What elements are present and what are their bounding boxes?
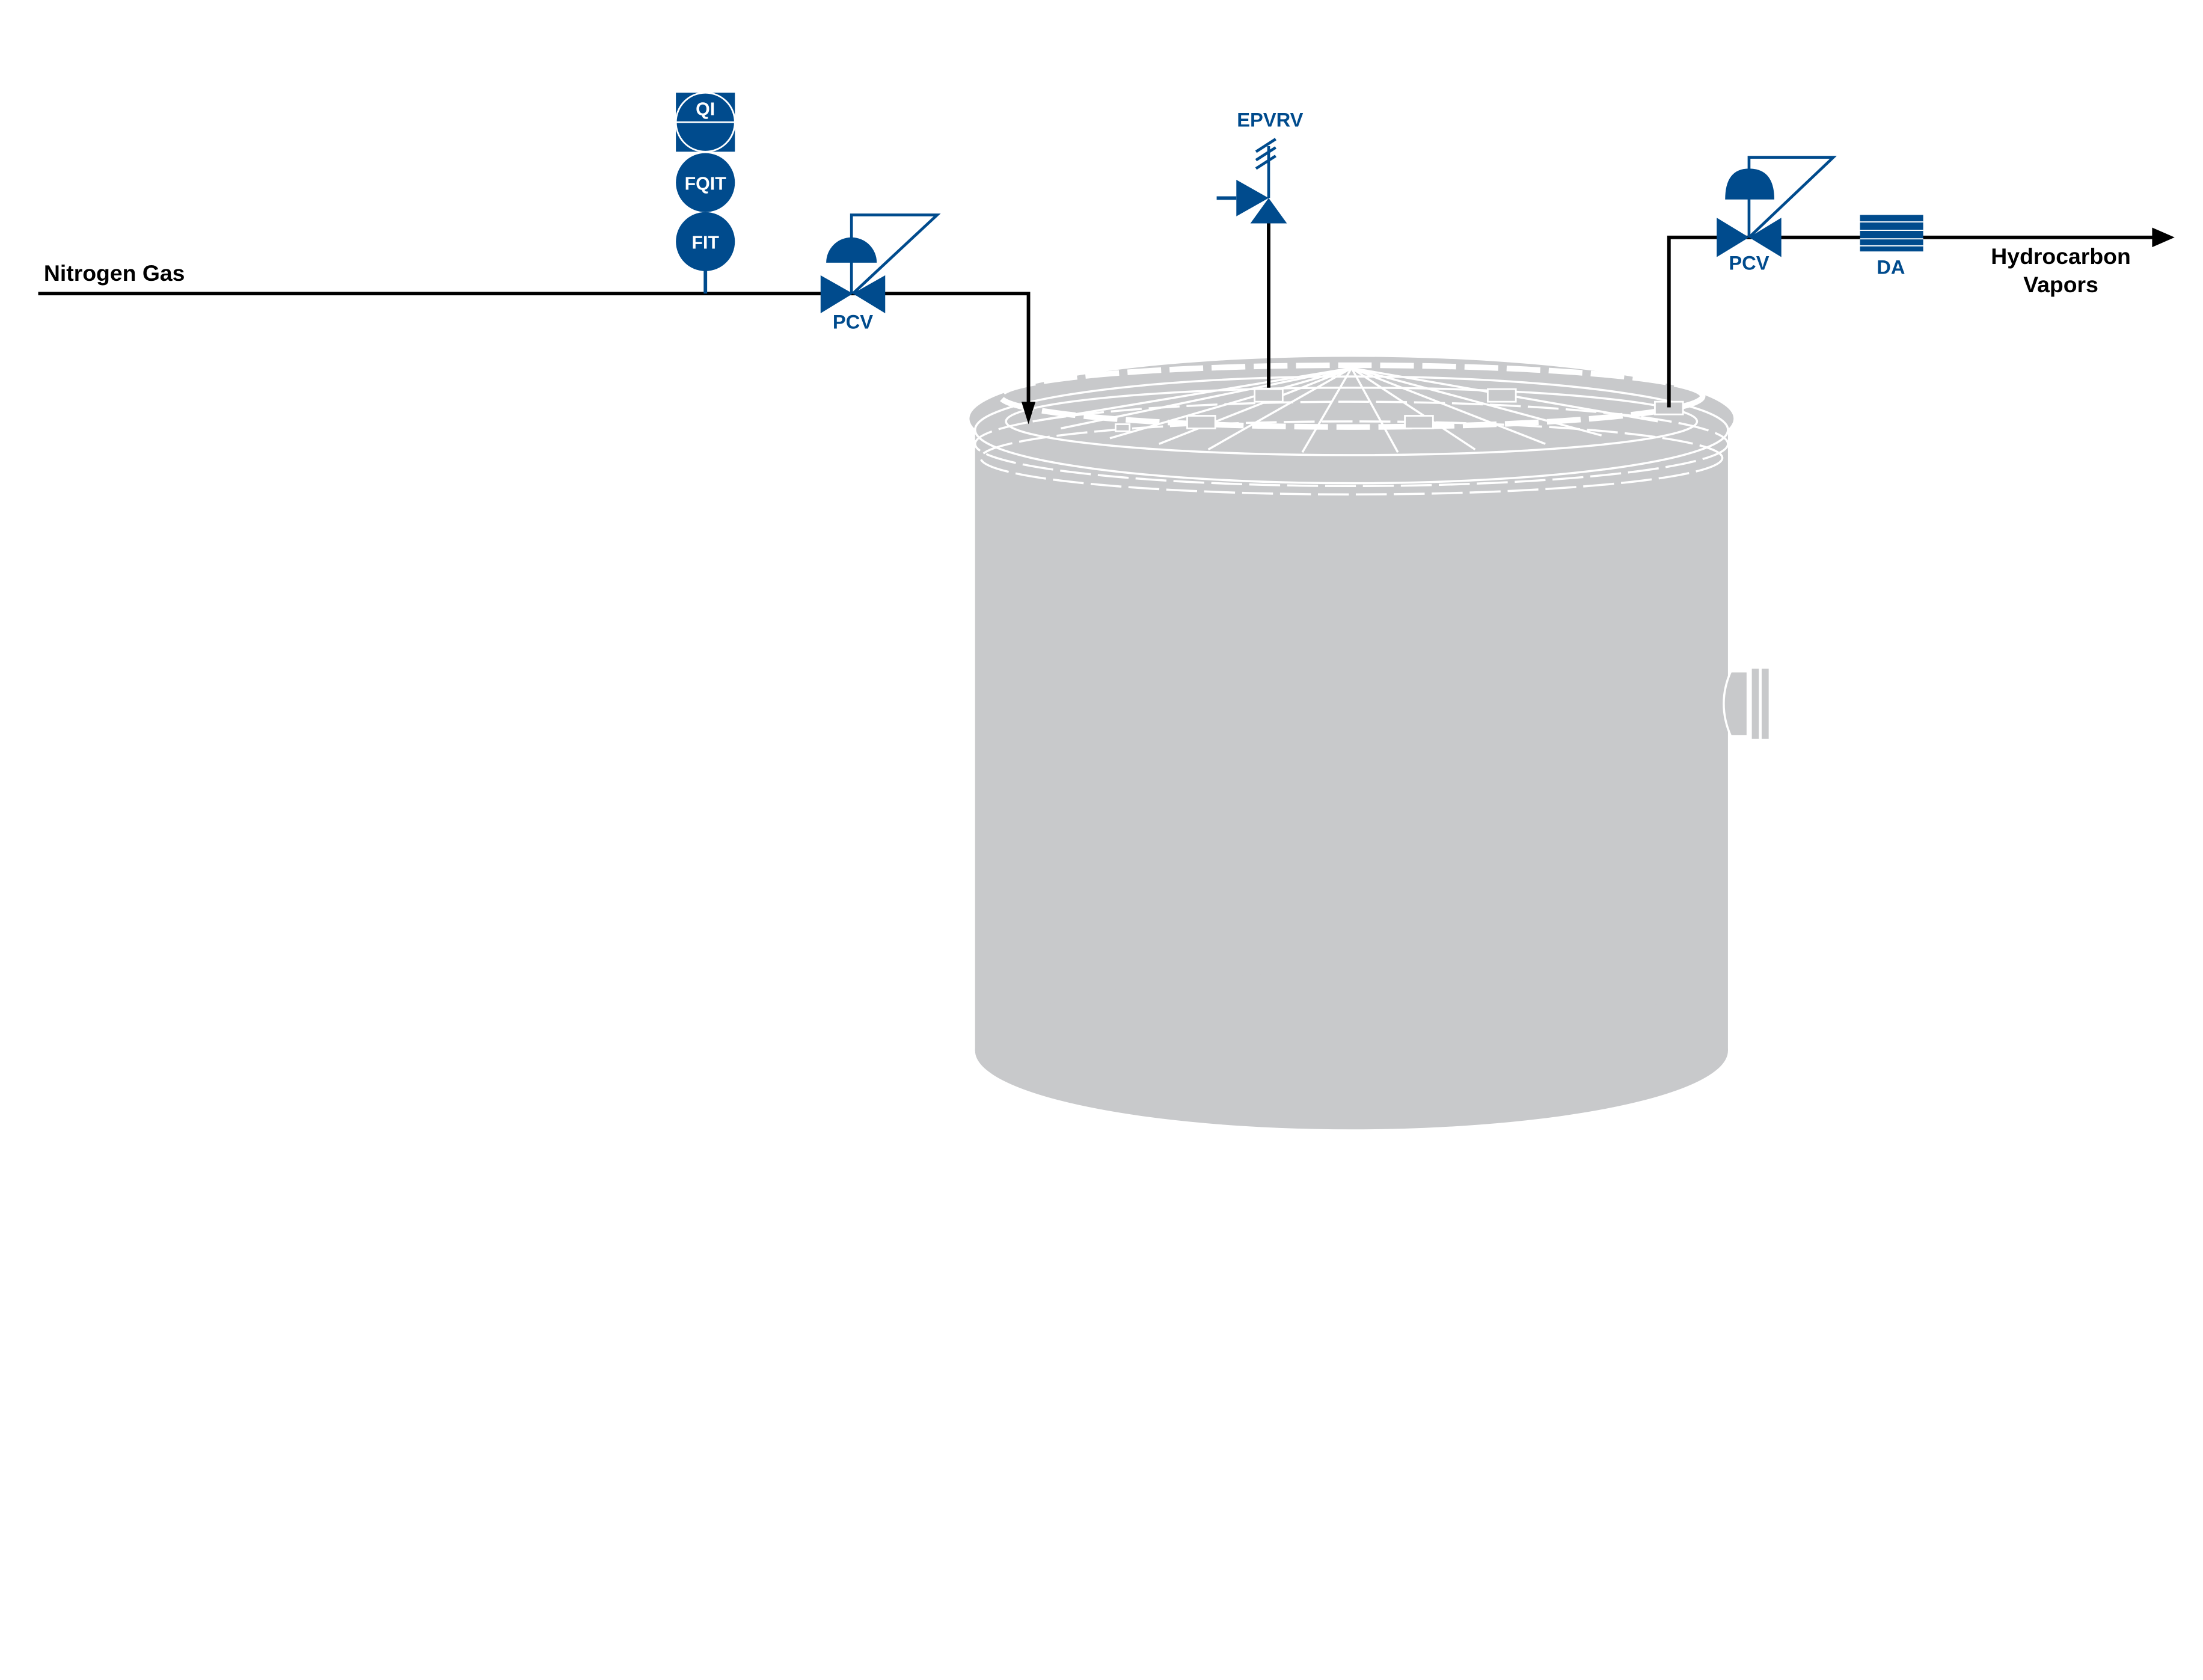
fqit-label: FQIT — [685, 174, 727, 194]
pcv-outlet-label: PCV — [1729, 252, 1769, 274]
pcv-outlet-valve: PCV — [1717, 156, 1837, 274]
epvrv-valve: EPVRV — [1216, 108, 1304, 224]
nitrogen-gas-label: Nitrogen Gas — [44, 260, 185, 286]
pcv-inlet-valve: PCV — [820, 213, 941, 333]
side-nozzle — [1723, 668, 1769, 739]
fit-transmitter — [676, 212, 735, 271]
tank-roof — [973, 362, 1729, 496]
detonation-arrestor: DA — [1860, 215, 1923, 278]
fqit-transmitter — [676, 153, 735, 212]
outlet-arrow-icon — [2152, 227, 2175, 248]
inlet-arrow-icon — [1021, 402, 1036, 425]
epvrv-label: EPVRV — [1237, 108, 1303, 130]
vapor-outlet-line — [1667, 235, 2158, 408]
da-label: DA — [1877, 256, 1905, 278]
storage-tank — [969, 357, 1769, 1130]
roof-hatches — [1114, 388, 1684, 432]
fit-label: FIT — [691, 233, 719, 253]
hydrocarbon-label-2: Vapors — [2023, 272, 2098, 297]
pcv-inlet-label: PCV — [833, 311, 873, 333]
qi-label: QI — [696, 100, 715, 120]
flow-instrument-stack: QI FQIT FIT — [675, 91, 736, 294]
nitrogen-inlet-line — [38, 292, 1031, 411]
hydrocarbon-label-1: Hydrocarbon — [1991, 244, 2130, 269]
